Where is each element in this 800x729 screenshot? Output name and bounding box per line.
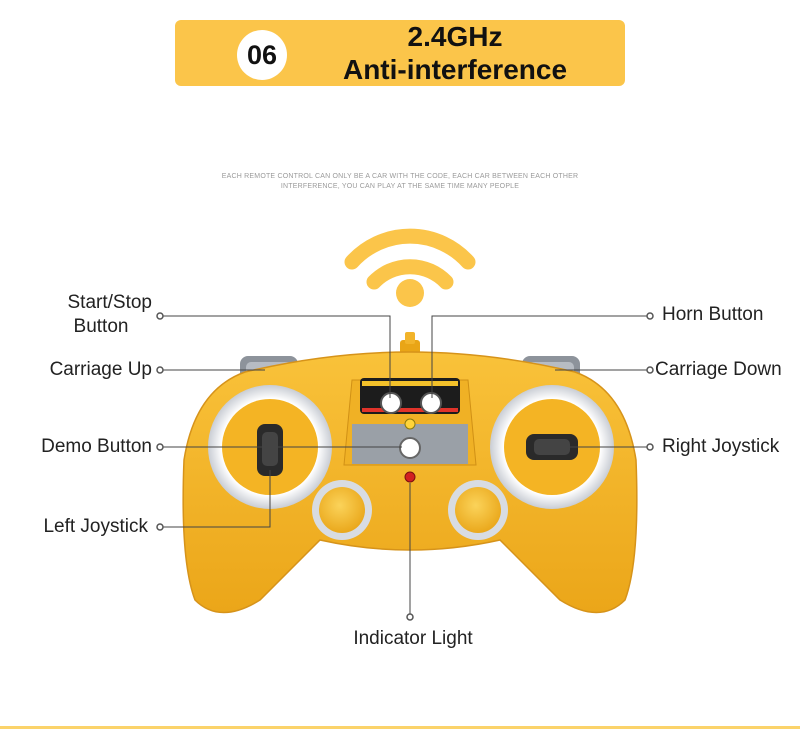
banner-subtitle: Anti-interference [342, 54, 568, 85]
label-carriage-down: Carriage Down [655, 359, 782, 380]
indicator-light [404, 471, 416, 483]
callout-lines [162, 315, 648, 615]
banner-title: 2.4GHz [407, 21, 503, 52]
description-line-2: INTERFERENCE, YOU CAN PLAY AT THE SAME T… [280, 183, 520, 190]
label-demo-button: Demo Button [41, 436, 152, 457]
description-line-1: EACH REMOTE CONTROL CAN ONLY BE A CAR WI… [221, 173, 579, 180]
right-thumb-pad[interactable] [455, 487, 501, 533]
horn-button[interactable] [420, 392, 442, 414]
feature-banner: 06 2.4GHz Anti-interference [175, 20, 625, 86]
label-left-joystick: Left Joystick [43, 516, 148, 537]
callout-line-start-stop [162, 315, 391, 398]
label-indicator-light: Indicator Light [353, 628, 473, 649]
label-start-stop-line-2: Button [73, 316, 129, 337]
power-icon [404, 418, 416, 430]
label-start-stop-button: Start/Stop Button [40, 291, 153, 339]
callout-dots [156, 312, 654, 621]
label-start-stop-line-1: Start/Stop [67, 292, 153, 313]
bottom-divider [0, 726, 800, 729]
remote-controller [182, 332, 638, 614]
label-right-joystick: Right Joystick [662, 436, 780, 457]
left-thumb-pad[interactable] [319, 487, 365, 533]
feature-description: EACH REMOTE CONTROL CAN ONLY BE A CAR WI… [180, 172, 620, 192]
start-stop-button[interactable] [380, 392, 402, 414]
demo-button[interactable] [399, 437, 421, 459]
label-carriage-up: Carriage Up [49, 359, 152, 380]
callout-line-horn [431, 315, 648, 398]
wifi-icon [344, 228, 476, 307]
label-horn-button: Horn Button [662, 304, 764, 325]
feature-number-badge: 06 [237, 30, 287, 80]
callout-line-left-joystick [162, 470, 271, 528]
